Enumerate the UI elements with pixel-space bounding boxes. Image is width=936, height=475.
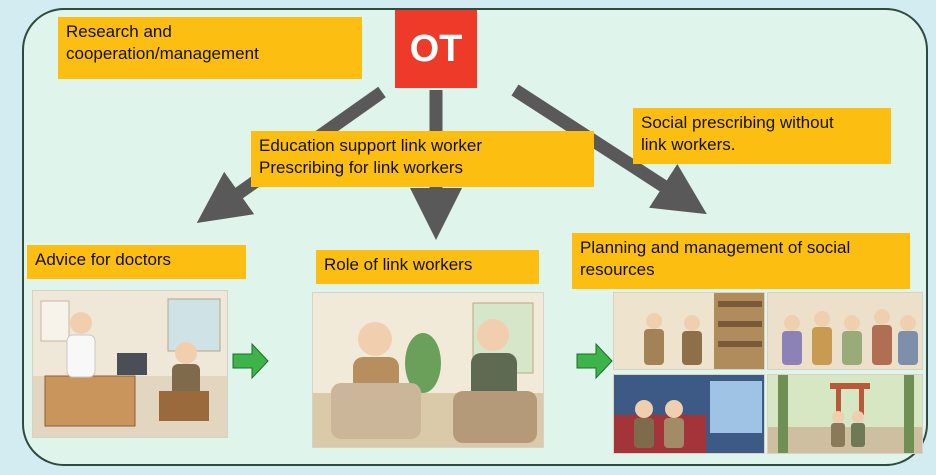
research-label: Research and cooperation/management [58, 17, 362, 79]
library-illustration [613, 292, 765, 370]
education-label: Education support link worker Prescribin… [251, 131, 594, 187]
social-prescribing-label: Social prescribing without link workers. [633, 108, 891, 164]
ot-box: OT [395, 10, 477, 88]
small-arrow-right [576, 342, 613, 380]
cinema-illustration [613, 374, 765, 454]
role-label: Role of link workers [316, 250, 539, 284]
planning-label: Planning and management of social resour… [572, 233, 910, 289]
doctor-illustration [32, 290, 228, 438]
small-arrow-left [232, 342, 269, 380]
ot-label: OT [409, 27, 463, 70]
arrow-to-planning [511, 84, 707, 215]
community-gathering-illustration [767, 292, 923, 370]
advice-label: Advice for doctors [27, 245, 246, 279]
shrine-walk-illustration [767, 374, 923, 454]
link-worker-illustration [312, 292, 544, 448]
